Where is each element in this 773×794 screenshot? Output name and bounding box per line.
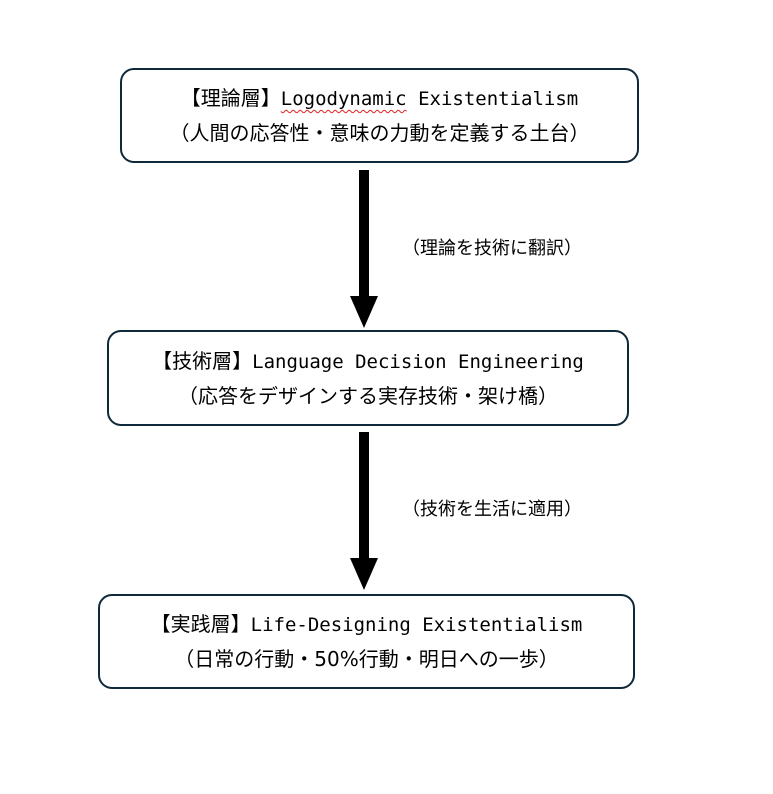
technology-layer-box: 【技術層】Language Decision Engineering （応答をデ…	[107, 330, 629, 426]
arrow-label-apply: （技術を生活に適用）	[402, 499, 582, 520]
technology-layer-name: Language Decision Engineering	[252, 350, 584, 373]
practice-layer-tag: 【実践層】	[150, 612, 251, 636]
practice-layer-title: 【実践層】Life-Designing Existentialism	[151, 607, 583, 642]
theory-layer-title: 【理論層】Logodynamic Existentialism	[181, 81, 578, 116]
theory-layer-box: 【理論層】Logodynamic Existentialism （人間の応答性・…	[120, 68, 639, 163]
theory-layer-name: Logodynamic	[280, 88, 407, 110]
arrow-down-icon	[350, 432, 378, 590]
theory-layer-name-suffix: Existentialism	[406, 88, 579, 110]
practice-layer-box: 【実践層】Life-Designing Existentialism （日常の行…	[98, 594, 635, 689]
theory-layer-description: （人間の応答性・意味の力動を定義する土台）	[169, 121, 590, 145]
theory-layer-tag: 【理論層】	[180, 86, 281, 110]
practice-layer-name: Life-Designing Existentialism	[250, 614, 583, 636]
practice-layer-description: （日常の行動・50%行動・明日への一歩）	[174, 647, 559, 671]
arrow-label-translate: （理論を技術に翻訳）	[402, 238, 582, 259]
arrow-down-icon	[350, 170, 378, 328]
technology-layer-tag: 【技術層】	[152, 348, 253, 373]
technology-layer-title: 【技術層】Language Decision Engineering	[152, 344, 584, 379]
technology-layer-description: （応答をデザインする実存技術・架け橋）	[178, 383, 558, 408]
